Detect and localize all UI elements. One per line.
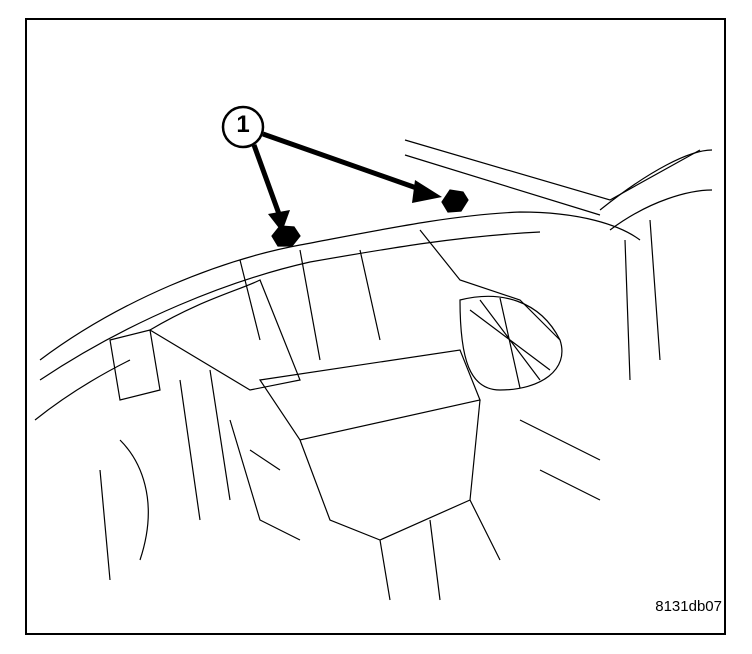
figure-frame [25,18,726,635]
figure-id: 8131db07 [655,598,722,615]
clip-right [441,189,469,213]
callout-label: 1 [236,111,250,138]
arrowhead-left [268,210,290,232]
dash-outline [34,139,713,601]
arrowhead-right [412,180,442,203]
leader-arrows [251,131,426,215]
callout-circle [221,105,265,149]
clip-left [271,225,301,247]
